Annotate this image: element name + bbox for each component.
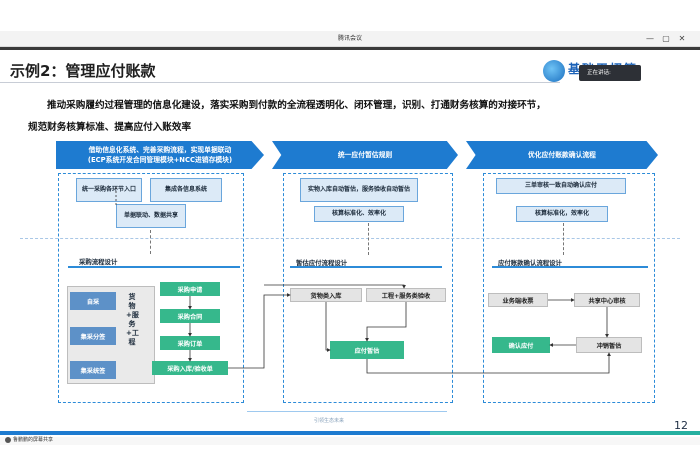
slide-title: 示例2：管理应付账款 — [10, 62, 156, 80]
c1-central-unified: 集采统签 — [70, 361, 116, 379]
c2-flow-ap-estimate: 应付暂估 — [330, 341, 404, 359]
meeting-bottom-strip — [0, 437, 700, 445]
column1-panel — [58, 173, 244, 403]
footer-slogan: 引领生态未来 — [314, 418, 345, 424]
c1-section-label: 采购流程设计 — [79, 258, 118, 266]
slide-bottom-bar-accent — [430, 431, 700, 435]
c1-goods-services-works: 货物+服务+工程 — [126, 293, 139, 346]
title-divider — [0, 82, 560, 83]
share-user-icon — [5, 437, 11, 443]
c1-central-separate: 集采分签 — [70, 327, 116, 345]
c2-section-bar — [290, 266, 442, 268]
middle-dashed-line — [20, 238, 680, 239]
minimize-button[interactable]: — — [646, 34, 654, 43]
column2-panel — [283, 173, 453, 403]
close-button[interactable]: ✕ — [678, 34, 686, 43]
column1-header-line2: (ECP系统开发合同管理模块+NCC进销存模块) — [87, 156, 233, 164]
c1-flow-purchase-order: 采购订单 — [160, 336, 220, 350]
column3-header-line1: 优化应付账款确认流程 — [528, 151, 596, 159]
footer-line — [247, 411, 447, 412]
c3-flow-receive-invoice: 业务端收票 — [488, 293, 548, 307]
c3-flow-confirm-ap: 确认应付 — [492, 337, 550, 353]
speaking-tooltip: 正在讲话: — [579, 65, 641, 81]
column3-panel — [483, 173, 655, 403]
c1-box-integrate-systems: 集成各信息系统 — [150, 178, 222, 202]
c1-box-unified-entry: 统一采购各环节入口 — [76, 178, 142, 202]
c2-section-label: 暂估应付流程设计 — [296, 259, 348, 267]
company-logo-icon — [543, 60, 565, 82]
shared-slide: 示例2：管理应付账款 基础平招管 正在讲话: 推动采购履约过程管理的信息化建设，… — [0, 47, 700, 437]
c1-connector — [150, 230, 151, 254]
c1-self-purchase: 自采 — [70, 292, 116, 310]
c3-section-bar — [492, 266, 648, 268]
slide-top-line — [0, 47, 700, 50]
c1-flow-receipt: 采购入库/验收单 — [152, 361, 228, 375]
column2-header-line1: 统一应付暂估规则 — [337, 151, 393, 159]
c1-flow-purchase-request: 采购申请 — [160, 282, 220, 296]
window-title: 腾讯会议 — [337, 35, 362, 42]
maximize-button[interactable]: ▢ — [662, 34, 670, 43]
c1-box-doc-linkage: 单据联动、数据共享 — [116, 204, 186, 228]
c1-section-bar — [68, 266, 240, 268]
c3-box-three-way-match: 三单审核一致自动确认应付 — [496, 178, 626, 194]
column1-header-line1: 借助信息化系统、完善采购流程，实现单据联动 — [88, 146, 232, 154]
column1-header: 借助信息化系统、完善采购流程，实现单据联动 (ECP系统开发合同管理模块+NCC… — [56, 141, 264, 169]
c1-flow-purchase-contract: 采购合同 — [160, 309, 220, 323]
screen-share-badge[interactable]: 鲁鹏鹏的屏幕共享 — [5, 436, 53, 444]
screen-share-label: 鲁鹏鹏的屏幕共享 — [13, 437, 54, 443]
c2-box-standardize: 核算标准化、效率化 — [314, 206, 404, 222]
c2-flow-works-acceptance: 工程+服务类验收 — [366, 288, 446, 302]
c3-connector — [563, 223, 564, 255]
slide-description-line1: 推动采购履约过程管理的信息化建设，落实采购到付款的全流程透明化、闭环管理，识别、… — [47, 100, 546, 111]
c2-box-auto-estimate: 实物入库自动暂估，服务验收自动暂估 — [300, 178, 418, 202]
c3-section-label: 应付账款确认流程设计 — [498, 259, 562, 267]
window-titlebar: 腾讯会议 — ▢ ✕ — [0, 31, 700, 47]
column3-header: 优化应付账款确认流程 — [466, 141, 658, 169]
page-number: 12 — [674, 419, 688, 432]
column2-header: 统一应付暂估规则 — [272, 141, 458, 169]
c3-box-standardize: 核算标准化，效率化 — [516, 206, 608, 222]
flow-connectors — [115, 187, 611, 374]
slide-bottom-bar — [0, 431, 700, 435]
slide-description-line2: 规范财务核算标准、提高应付入账效率 — [28, 122, 192, 133]
c2-connector — [368, 223, 369, 255]
